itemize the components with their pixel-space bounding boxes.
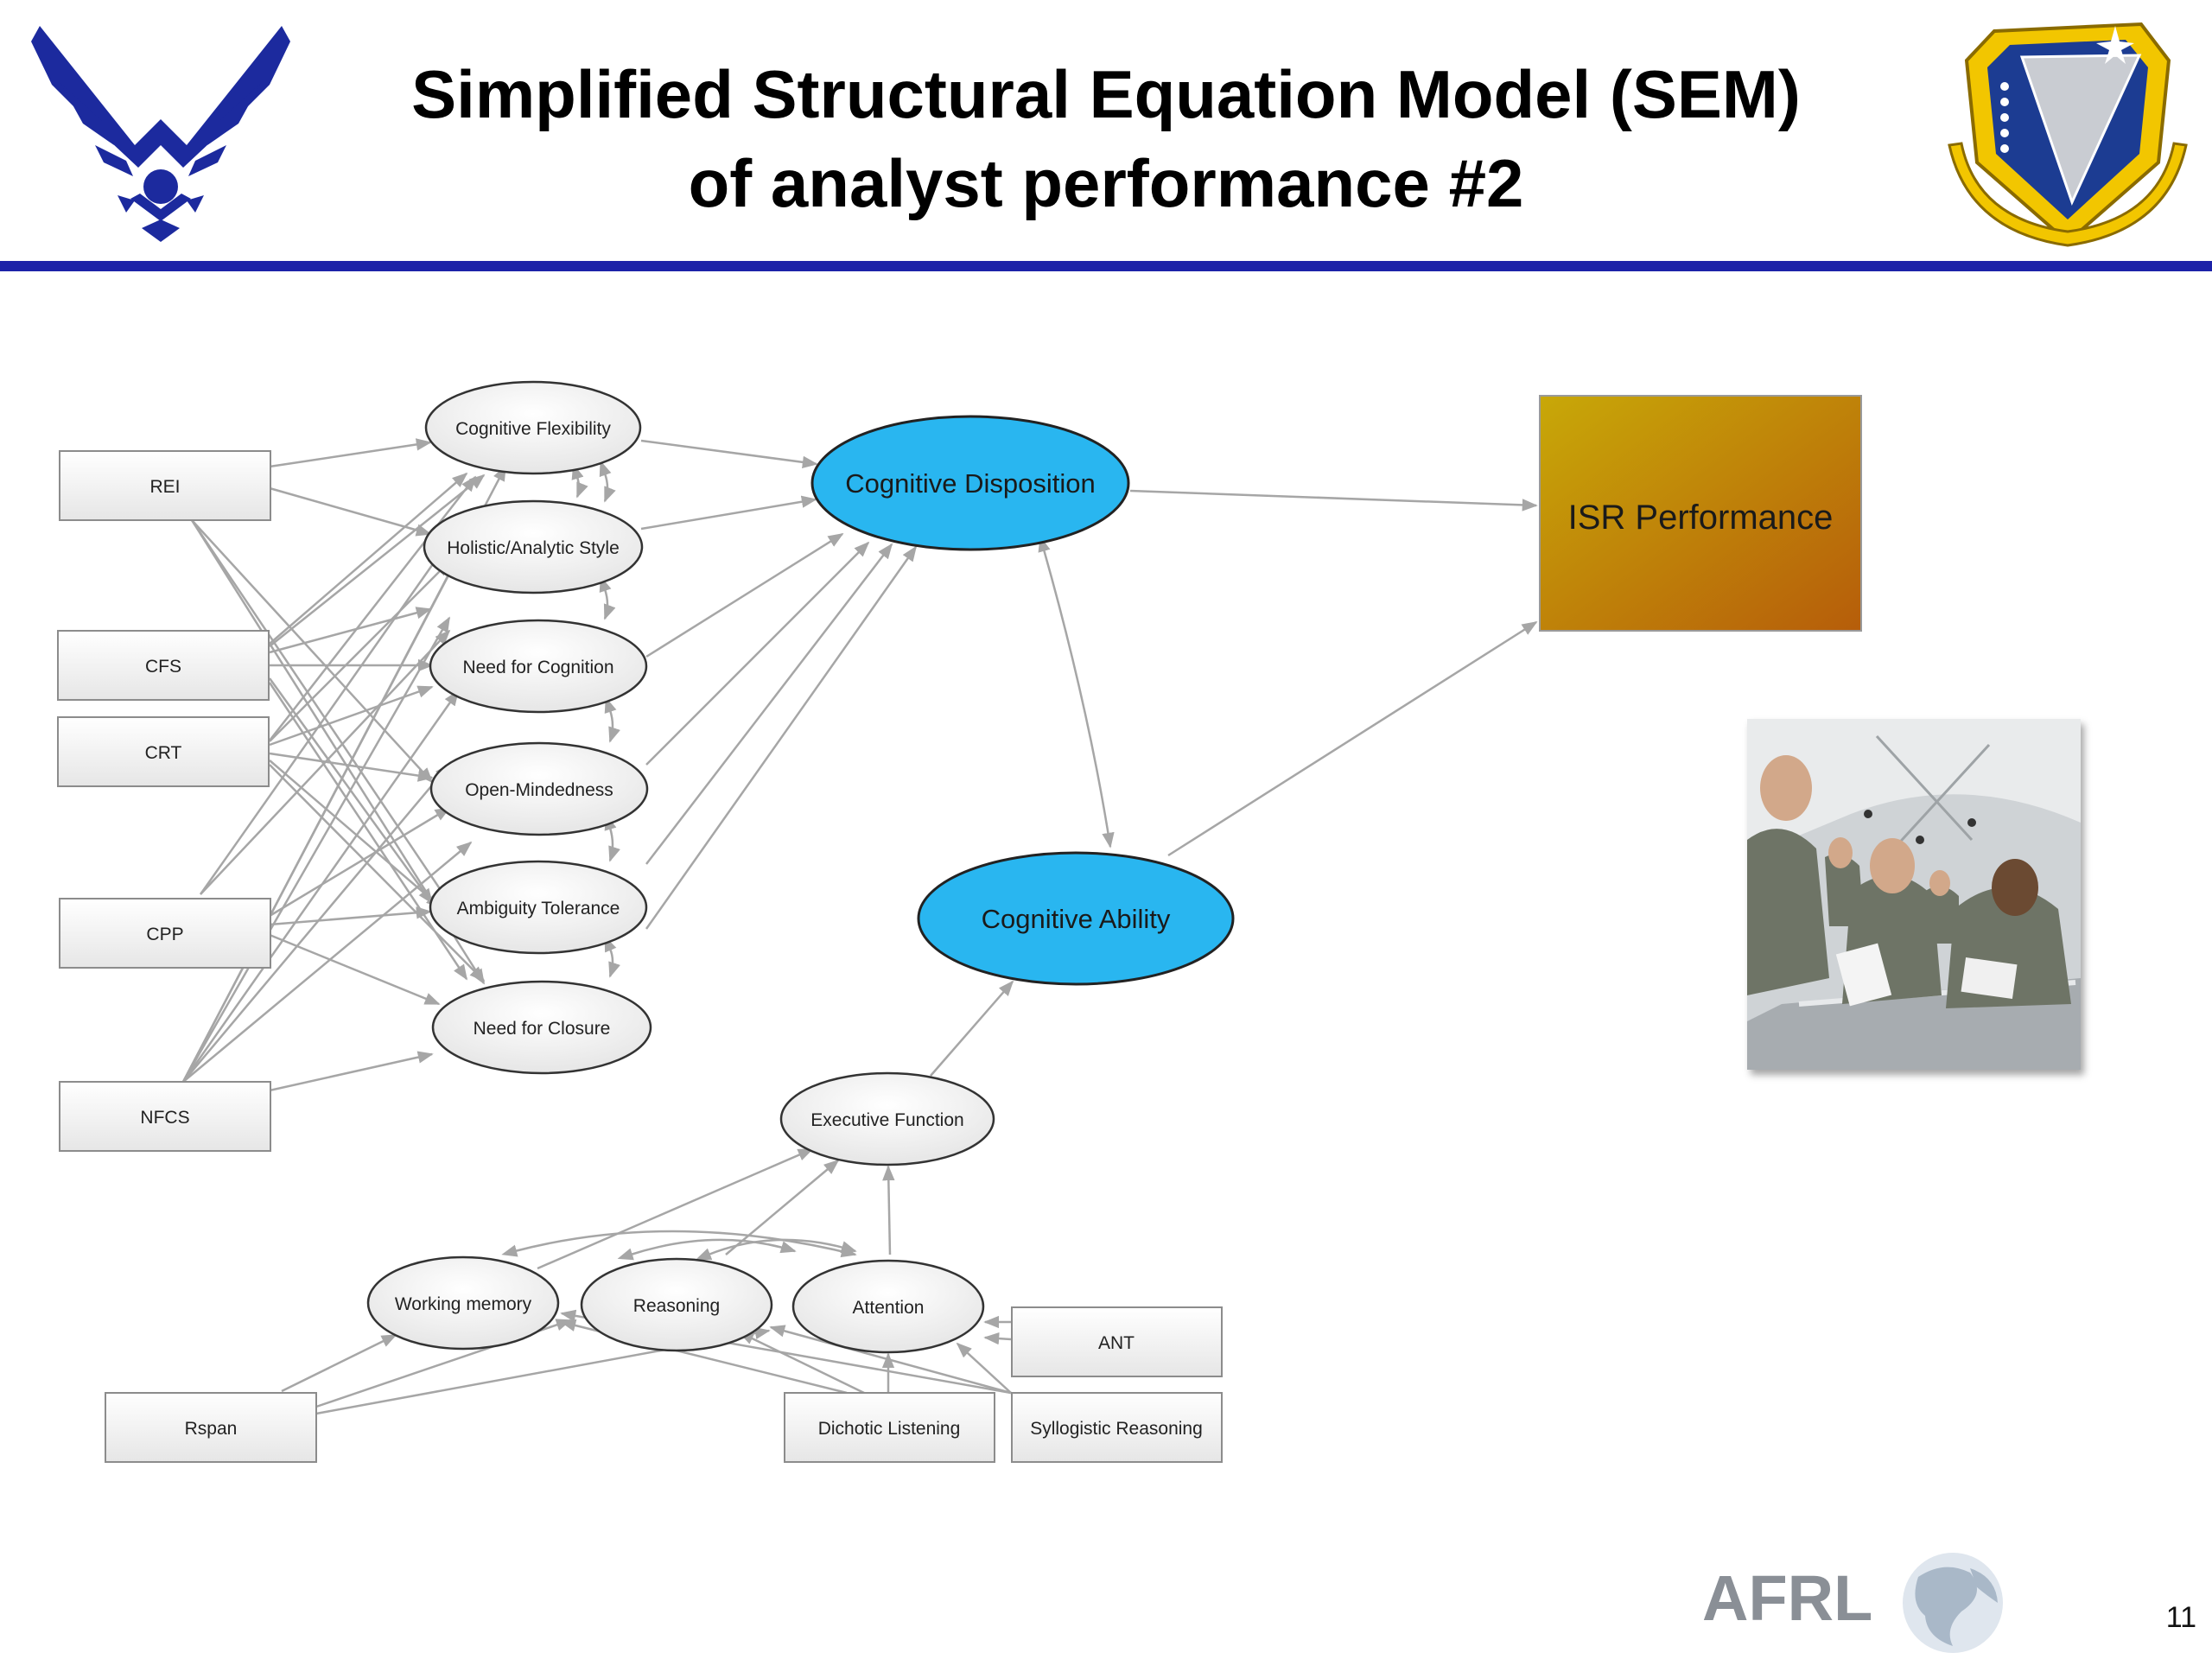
svg-text:NFCS: NFCS [140,1108,189,1128]
factor-ambiguity-tolerance: Ambiguity Tolerance [429,860,648,955]
svg-text:Need for Cognition: Need for Cognition [462,658,613,677]
box-nfcs: NFCS [59,1081,271,1152]
factor-holistic-analytic-style: Holistic/Analytic Style [423,499,644,594]
svg-text:Rspan: Rspan [185,1419,238,1439]
svg-text:CRT: CRT [145,743,182,763]
svg-text:CFS: CFS [145,657,181,677]
latent-cognitive-disposition: Cognitive Disposition [810,415,1130,551]
svg-text:Need for Closure: Need for Closure [474,1019,611,1039]
factor-need-for-closure: Need for Closure [431,980,652,1075]
title-line-2: of analyst performance #2 [688,145,1524,221]
latent-cognitive-ability: Cognitive Ability [917,851,1235,986]
title-line-1: Simplified Structural Equation Model (SE… [411,56,1801,132]
svg-text:REI: REI [149,477,180,497]
factor-need-for-cognition: Need for Cognition [429,619,648,714]
afrl-logo: AFRL [1702,1553,2003,1653]
svg-text:ANT: ANT [1098,1333,1135,1353]
header-rule [0,261,2212,271]
box-ant: ANT [1011,1306,1223,1377]
factor-attention: Attention [791,1259,985,1354]
svg-text:CPP: CPP [146,925,183,944]
afrl-shield-icon [1948,22,2188,247]
box-rspan: Rspan [105,1392,317,1463]
slide-title: Simplified Structural Equation Model (SE… [285,50,1927,228]
outcome-isr-performance: ISR Performance [1539,395,1862,632]
svg-text:Attention: Attention [853,1298,925,1318]
svg-text:Cognitive Flexibility: Cognitive Flexibility [455,419,611,439]
factor-open-mindedness: Open-Mindedness [429,741,649,836]
svg-text:Cognitive Ability: Cognitive Ability [982,904,1171,934]
factor-cognitive-flexibility: Cognitive Flexibility [424,380,642,475]
factor-working-memory: Working memory [366,1255,560,1351]
svg-text:Reasoning: Reasoning [633,1296,720,1316]
svg-text:Dichotic Listening: Dichotic Listening [818,1419,961,1439]
svg-text:AFRL: AFRL [1702,1562,1872,1634]
svg-text:Holistic/Analytic Style: Holistic/Analytic Style [447,538,620,558]
box-cfs: CFS [57,630,270,701]
analysts-photo [1747,719,2081,1070]
svg-text:Working memory: Working memory [395,1294,532,1314]
svg-text:ISR Performance: ISR Performance [1568,499,1834,537]
svg-text:Open-Mindedness: Open-Mindedness [465,780,613,800]
svg-text:Cognitive Disposition: Cognitive Disposition [845,468,1095,499]
air-force-wings-icon [31,26,290,242]
box-crt: CRT [57,716,270,787]
svg-text:Executive Function: Executive Function [810,1110,963,1130]
svg-text:Ambiguity Tolerance: Ambiguity Tolerance [457,899,620,918]
box-syllogistic-reasoning: Syllogistic Reasoning [1011,1392,1223,1463]
covariance-arrows [501,460,1115,1261]
box-dichotic-listening: Dichotic Listening [784,1392,995,1463]
factor-reasoning: Reasoning [580,1257,773,1352]
page-number: 11 [2165,1601,2196,1634]
box-rei: REI [59,450,271,521]
box-cpp: CPP [59,898,271,969]
svg-text:Syllogistic Reasoning: Syllogistic Reasoning [1030,1419,1203,1439]
factor-executive-function: Executive Function [779,1071,995,1166]
